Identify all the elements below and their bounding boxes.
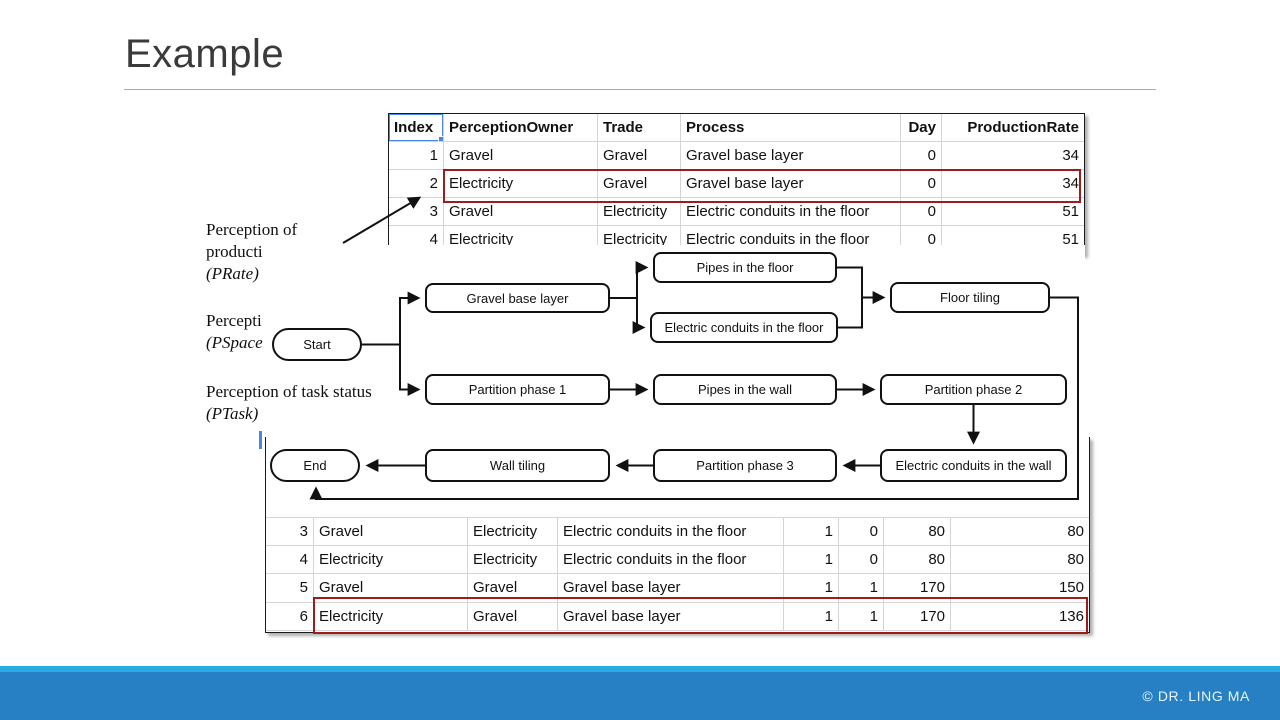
annotation-prate: Perception of producti (PRate) <box>206 219 297 285</box>
annotation-code: (PSpace <box>206 333 263 352</box>
footer-accent-stripe <box>0 666 1280 672</box>
top-table-cell: 51 <box>942 198 1084 226</box>
top-table-cell: Gravel <box>444 198 598 226</box>
flow-node-electric-conduits-in-the-wall: Electric conduits in the wall <box>880 449 1067 482</box>
top-table-cell: 34 <box>942 170 1084 198</box>
bottom-table-cell: 0 <box>839 545 884 574</box>
bottom-table-cell: Electricity <box>468 517 558 546</box>
top-table-cell: Gravel <box>444 142 598 170</box>
bottom-table-cell: 80 <box>884 517 951 546</box>
top-table-cell: 34 <box>942 142 1084 170</box>
flow-connector <box>362 291 421 346</box>
bottom-table-cell: 170 <box>884 602 951 631</box>
annotation-pspace: Percepti (PSpace <box>206 310 263 354</box>
annotation-arrow <box>342 196 422 244</box>
bottom-table-cell: 5 <box>266 574 314 603</box>
bottom-table-cell: 136 <box>951 603 1089 631</box>
annotation-code: (PRate) <box>206 264 259 283</box>
flow-connector <box>610 261 649 299</box>
flow-node-partition-phase-1: Partition phase 1 <box>425 374 610 405</box>
annotation-text-line: Percepti <box>206 311 262 330</box>
bottom-table-cell: 1 <box>784 574 839 603</box>
bottom-table-cell: 1 <box>784 517 839 546</box>
bottom-table-cell: Gravel <box>314 517 468 546</box>
top-table-cell: 0 <box>901 142 942 170</box>
top-table-header-cell: PerceptionOwner <box>444 114 598 142</box>
flowchart-connectors-svg <box>309 261 1079 500</box>
top-table-cell: Electricity <box>444 170 598 198</box>
bottom-table-cell: Electricity <box>314 602 468 631</box>
bottom-table-cell: Gravel <box>468 574 558 603</box>
bottom-table-cell: 0 <box>839 517 884 546</box>
top-table-cell: Gravel base layer <box>681 142 901 170</box>
top-table-cell: Electric conduits in the floor <box>681 198 901 226</box>
flow-node-pipes-in-the-floor: Pipes in the floor <box>653 252 837 283</box>
top-table-cell: Gravel <box>598 142 681 170</box>
annotation-text-line: Perception of task status <box>206 382 372 401</box>
top-table-header-cell: Day <box>901 114 942 142</box>
bottom-table-cell: Gravel base layer <box>558 574 784 603</box>
bottom-table-cell: 4 <box>266 545 314 574</box>
selection-handle <box>438 136 443 141</box>
top-table-cell: 0 <box>901 198 942 226</box>
flow-node-floor-tiling: Floor tiling <box>890 282 1050 313</box>
page-title: Example <box>125 32 285 76</box>
top-table-cell: 0 <box>901 170 942 198</box>
bottom-table-cell: 1 <box>839 574 884 603</box>
flow-node-end: End <box>270 449 360 482</box>
bottom-table-cell: 170 <box>884 574 951 603</box>
annotation-ptask: Perception of task status (PTask) <box>206 381 372 425</box>
top-table-cell: 3 <box>389 198 444 226</box>
flow-connector <box>632 298 646 334</box>
bottom-table-cell: Electricity <box>314 545 468 574</box>
bottom-table-cell: 80 <box>951 546 1089 574</box>
flow-node-electric-conduits-in-the-floor: Electric conduits in the floor <box>650 312 838 343</box>
top-table-cell: Gravel <box>598 170 681 198</box>
selection-fragment <box>259 431 262 449</box>
bottom-table-cell: 80 <box>951 517 1089 546</box>
copyright-text: © DR. LING MA <box>1142 688 1250 704</box>
flow-connector <box>399 344 421 396</box>
top-table-cell: 1 <box>389 142 444 170</box>
bottom-table-cell: Electric conduits in the floor <box>558 545 784 574</box>
annotation-text-line: Perception of <box>206 220 298 239</box>
bottom-table-cell: Gravel <box>314 574 468 603</box>
annotation-text-line: producti <box>206 242 263 261</box>
bottom-table-cell: 6 <box>266 602 314 631</box>
flow-node-gravel-base-layer: Gravel base layer <box>425 283 610 313</box>
footer-bar: © DR. LING MA <box>0 672 1280 720</box>
bottom-table-cell: 1 <box>839 602 884 631</box>
top-table-header-cell: Trade <box>598 114 681 142</box>
flow-node-partition-phase-3: Partition phase 3 <box>653 449 837 482</box>
bottom-table-cell: Electric conduits in the floor <box>558 517 784 546</box>
title-divider <box>124 89 1156 90</box>
bottom-table-cell: 1 <box>784 602 839 631</box>
bottom-table-cell: 80 <box>884 545 951 574</box>
top-table-cell: Electricity <box>598 198 681 226</box>
top-table-header-cell: ProductionRate <box>942 114 1084 142</box>
top-table-header-cell: Index <box>389 114 444 142</box>
flow-connector <box>837 266 886 304</box>
flow-node-wall-tiling: Wall tiling <box>425 449 610 482</box>
flow-node-start: Start <box>272 328 362 361</box>
flow-connector <box>838 297 863 329</box>
bottom-table-cell: Electricity <box>468 545 558 574</box>
bottom-table-cell: 3 <box>266 517 314 546</box>
top-table-header-cell: Process <box>681 114 901 142</box>
bottom-table-cell: 150 <box>951 574 1089 603</box>
flow-node-pipes-in-the-wall: Pipes in the wall <box>653 374 837 405</box>
flow-node-partition-phase-2: Partition phase 2 <box>880 374 1067 405</box>
annotation-code: (PTask) <box>206 404 259 423</box>
top-table-cell: Gravel base layer <box>681 170 901 198</box>
selected-cell-border <box>389 114 443 141</box>
flow-connector <box>309 296 1079 500</box>
bottom-table-cell: Gravel <box>468 602 558 631</box>
bottom-table-cell: 1 <box>784 545 839 574</box>
bottom-table-cell: Gravel base layer <box>558 602 784 631</box>
